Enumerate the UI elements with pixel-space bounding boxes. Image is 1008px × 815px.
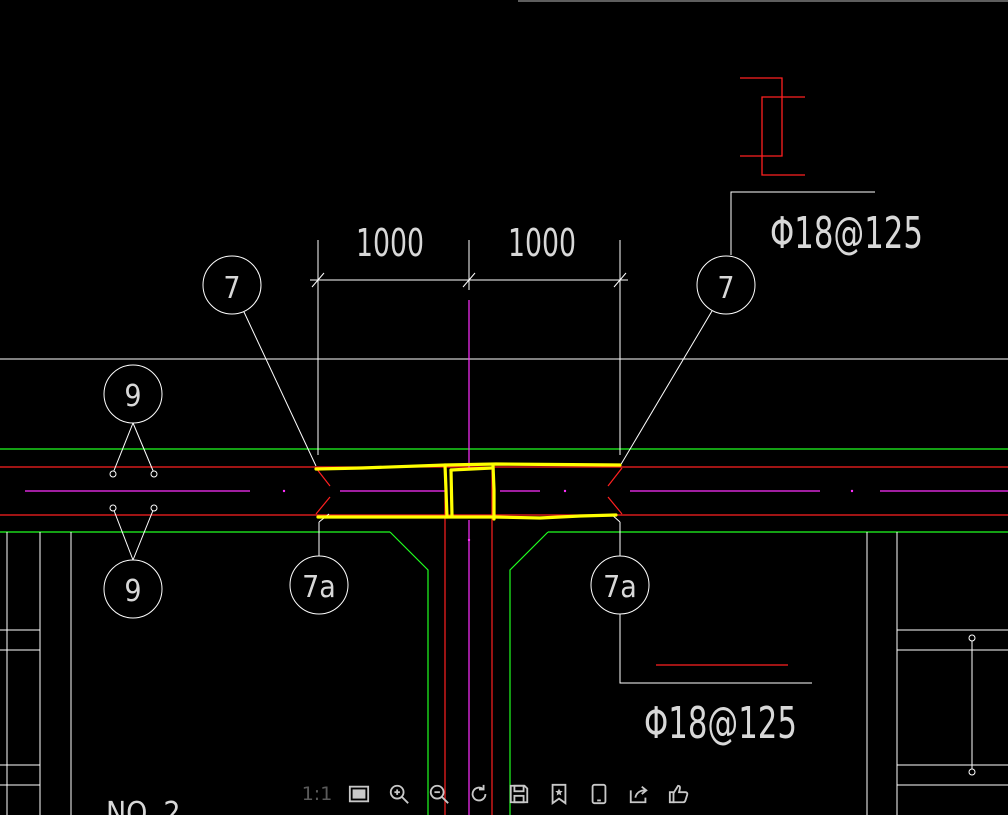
fit-screen-icon — [348, 785, 370, 803]
like-icon — [668, 784, 689, 804]
bookmark-icon — [551, 783, 567, 805]
rotate-icon — [471, 784, 487, 802]
callout-7-right: 7 — [717, 271, 734, 306]
save-icon — [509, 784, 529, 804]
fit-screen-button[interactable] — [344, 779, 374, 809]
zoom-in-button[interactable] — [384, 779, 414, 809]
viewer-toolbar: 1:1 — [300, 778, 710, 810]
dimension-right: 1000 — [508, 221, 576, 265]
callout-7-left: 7 — [223, 271, 240, 306]
rebar-label-upper: Φ18@125 — [770, 208, 923, 259]
callout-9-top: 9 — [124, 379, 141, 414]
zoom-in-icon — [389, 784, 409, 804]
save-button[interactable] — [504, 779, 534, 809]
like-button[interactable] — [664, 779, 694, 809]
rebar-label-lower: Φ18@125 — [644, 698, 797, 749]
callout-7a-right: 7a — [603, 570, 637, 605]
zoom-out-button[interactable] — [424, 779, 454, 809]
highlight-markup — [314, 462, 622, 521]
actual-size-button[interactable]: 1:1 — [301, 783, 333, 805]
rotate-button[interactable] — [464, 779, 494, 809]
share-icon — [629, 785, 648, 804]
callout-9-bottom: 9 — [124, 574, 141, 609]
callout-7a-left: 7a — [302, 570, 336, 605]
tablet-icon — [591, 783, 607, 805]
drawing-number-label: NO. 2 — [106, 796, 181, 815]
tablet-view-button[interactable] — [584, 779, 614, 809]
bookmark-button[interactable] — [544, 779, 574, 809]
section-symbol — [740, 77, 805, 176]
share-button[interactable] — [624, 779, 654, 809]
dimension-left: 1000 — [356, 221, 424, 265]
zoom-out-icon — [429, 784, 449, 804]
